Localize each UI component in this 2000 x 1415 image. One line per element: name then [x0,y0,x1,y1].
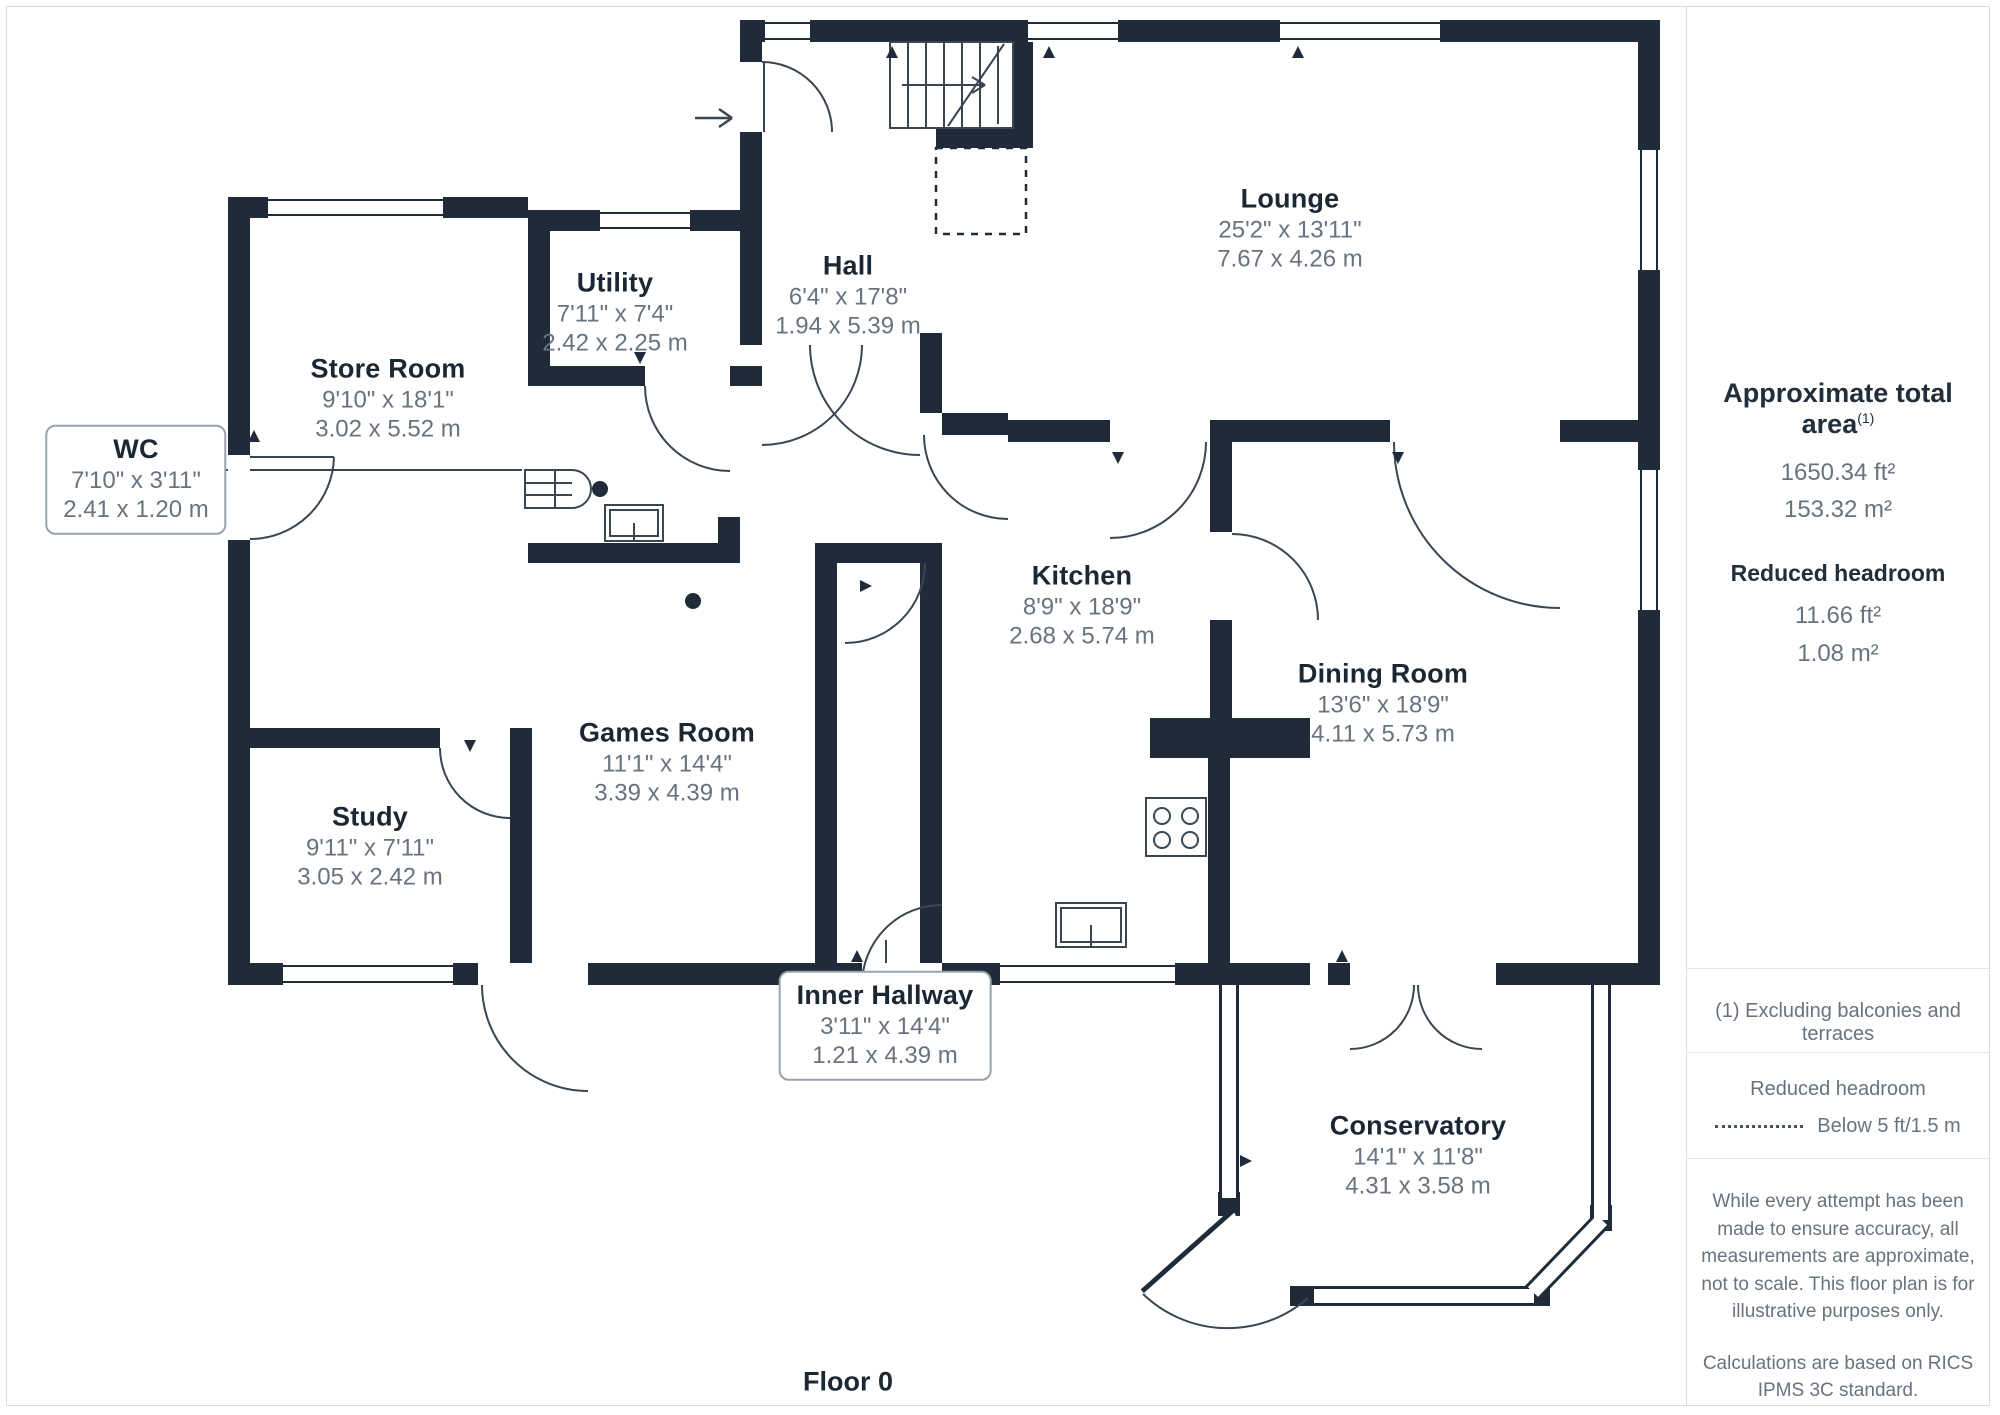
sidebar-section-divider [1687,968,1989,969]
staircase [889,41,1014,129]
room-label-lounge: Lounge 25'2" x 13'11" 7.67 x 4.26 m [1217,183,1363,273]
standards-text: Calculations are based on RICS IPMS 3C s… [1702,1352,1974,1402]
total-area-block: Approximate total area(1) 1650.34 ft² 15… [1692,378,1984,672]
hinge-dot [685,593,701,609]
room-label-utility: Utility 7'11" x 7'4" 2.42 x 2.25 m [542,267,688,357]
room-label-conservatory: Conservatory 14'1" x 11'8" 4.31 x 3.58 m [1329,1110,1507,1200]
room-label-study: Study 9'11" x 7'11" 3.05 x 2.42 m [297,801,443,891]
legend-row: Below 5 ft/1.5 m [1692,1115,1984,1138]
footnote: (1) Excluding balconies and terraces [1715,1000,1961,1045]
windows [268,20,1660,985]
room-label-games-room: Games Room 11'1" x 14'4" 3.39 x 4.39 m [578,717,756,807]
total-area-title: Approximate total area(1) [1723,378,1953,439]
kitchen-sink [1055,902,1127,948]
room-label-inner-hallway: Inner Hallway 3'11" x 14'4" 1.21 x 4.39 … [778,970,992,1082]
total-area-m: 153.32 m² [1783,496,1893,524]
sidebar-section-divider [1687,1158,1989,1159]
room-label-hall: Hall 6'4" x 17'8" 1.94 x 5.39 m [775,250,921,340]
dotted-line-sample [1715,1125,1804,1129]
door-swings [249,61,1561,1092]
legend-item: Below 5 ft/1.5 m [1817,1115,1961,1137]
floor-label: Floor 0 [802,1366,894,1397]
wall-markers [248,46,1404,1167]
disclaimer-block: While every attempt has been made to ens… [1700,1188,1976,1415]
total-area-footnote-ref: (1) [1857,410,1875,426]
reduced-headroom-m: 1.08 m² [1797,639,1879,667]
room-label-wc: WC 7'10" x 3'11" 2.41 x 1.20 m [45,424,227,536]
wc-sink [604,504,664,542]
reduced-headroom-area [934,146,1028,236]
legend-title: Reduced headroom [1750,1078,1926,1100]
conservatory-glazing [1140,985,1612,1330]
page-border [6,6,1990,1406]
sidebar-divider [1686,6,1687,1405]
room-label-dining-room: Dining Room 13'6" x 18'9" 4.11 x 5.73 m [1297,658,1469,748]
sidebar-section-divider [1687,1052,1989,1053]
kitchen-stove [1145,797,1207,857]
reduced-headroom-title: Reduced headroom [1730,560,1946,587]
wc-toilet [524,469,608,509]
reduced-headroom-ft: 11.66 ft² [1794,602,1882,630]
room-label-store-room: Store Room 9'10" x 18'1" 3.02 x 5.52 m [310,353,466,443]
legend-block: Reduced headroom Below 5 ft/1.5 m [1692,1078,1984,1138]
room-label-kitchen: Kitchen 8'9" x 18'9" 2.68 x 5.74 m [1009,560,1155,650]
total-area-ft: 1650.34 ft² [1780,459,1896,486]
disclaimer-text: While every attempt has been made to ens… [1701,1191,1975,1323]
